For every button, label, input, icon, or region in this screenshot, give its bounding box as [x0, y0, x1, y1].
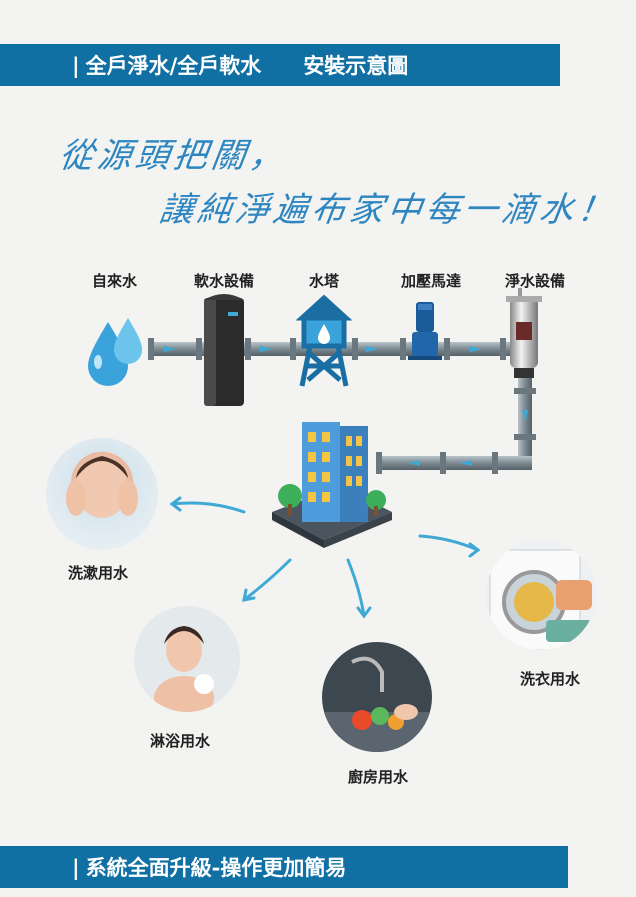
- footer-banner: |系統全面升級-操作更加簡易: [0, 846, 568, 888]
- water-softener-icon: [204, 294, 244, 406]
- use-label-laundry: 洗衣用水: [520, 670, 581, 688]
- use-label-washing: 洗漱用水: [68, 564, 129, 582]
- return-pipe: [376, 378, 536, 474]
- booster-pump-icon: [408, 302, 442, 360]
- use-label-kitchen: 廚房用水: [348, 768, 409, 786]
- apartment-building-icon: [272, 422, 392, 548]
- shower-photo: [134, 606, 240, 712]
- water-drop-icon: [88, 318, 142, 386]
- stage-label-tap-water: 自來水: [92, 272, 138, 290]
- laundry-photo: [486, 540, 596, 650]
- stage-label-booster-pump: 加壓馬達: [401, 272, 462, 290]
- stage-label-purifier: 淨水設備: [505, 272, 566, 290]
- header-title-right: 安裝示意圖: [303, 53, 409, 78]
- stage-label-water-tower: 水塔: [309, 272, 340, 290]
- kitchen-photo: [322, 642, 432, 752]
- washing-face-photo: [46, 438, 158, 550]
- stage-label-softener: 軟水設備: [194, 272, 255, 290]
- header-banner: |全戶淨水/全戶軟水安裝示意圖: [0, 44, 560, 86]
- water-purifier-icon: [506, 288, 542, 378]
- header-title-left: 全戶淨水/全戶軟水: [85, 53, 262, 78]
- flow-arrows: [169, 496, 481, 619]
- footer-title: 系統全面升級-操作更加簡易: [85, 855, 347, 880]
- use-label-shower: 淋浴用水: [150, 732, 211, 750]
